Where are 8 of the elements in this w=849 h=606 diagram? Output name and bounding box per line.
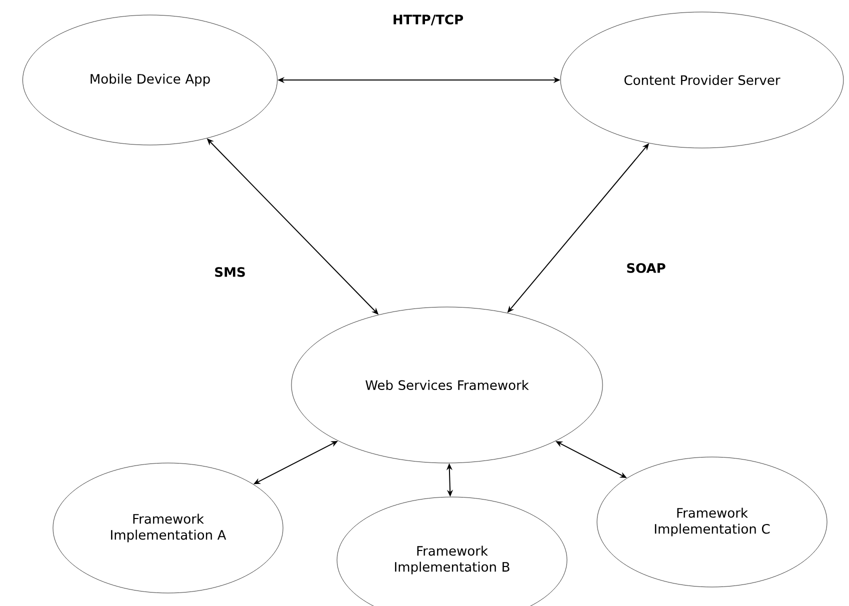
ellipse-node: Content Provider Server: [560, 12, 844, 148]
ellipse-node: Mobile Device App: [22, 14, 278, 146]
edge-label: HTTP/TCP: [391, 14, 465, 26]
ellipse-node: Framework Implementation C: [596, 456, 828, 588]
ellipse-node: Framework Implementation A: [52, 462, 284, 594]
ellipse-node: Web Services Framework: [291, 306, 603, 464]
edge-label: SOAP: [625, 262, 667, 274]
edge-label: SMS: [213, 266, 247, 278]
